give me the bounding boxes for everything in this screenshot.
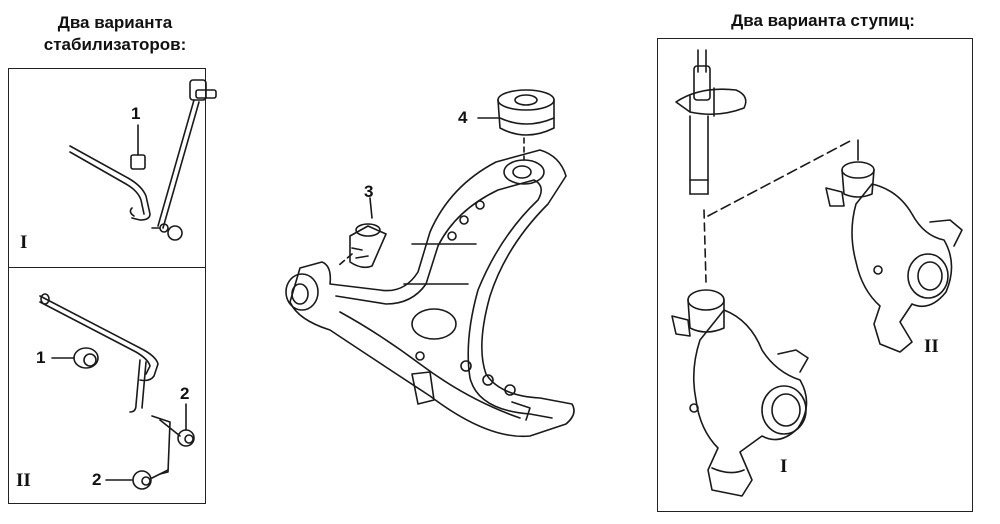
control-arm-bushing-3 (349, 225, 387, 269)
stabilizers-panel-divider (8, 267, 206, 268)
stabilizers-heading: Два варианта стабилизаторов: (10, 12, 220, 56)
control-arm-bushing-4 (497, 89, 555, 136)
stabilizer-variant-2-label: II (16, 470, 31, 491)
hub-variant-connector-line (707, 139, 853, 217)
stabilizer-variant-2-drawing (39, 293, 195, 490)
hubs-heading: Два варианта ступиц: (731, 11, 915, 30)
control-arm-drawing (285, 89, 575, 438)
hub-variant-2-drawing (825, 139, 963, 353)
stabilizers-heading-line2: стабилизаторов: (43, 35, 187, 54)
stabilizer-variant-1-label: I (20, 232, 28, 253)
stabilizer-1-bushing (130, 154, 146, 170)
callout-stab1-bushing: 1 (131, 104, 141, 123)
hub-variant-1-drawing (671, 49, 809, 497)
stabilizer-variant-1-drawing (69, 79, 217, 241)
stabilizers-heading-line1: Два варианта (57, 13, 173, 32)
hubs-panel (657, 38, 973, 512)
callout-stab2-link-upper: 2 (180, 384, 190, 403)
callout-arm-bushing-3: 3 (364, 182, 374, 201)
hub-variant-1-label: I (780, 456, 788, 477)
callout-arm-bushing-4: 4 (458, 108, 468, 127)
callout-stab2-link-lower: 2 (92, 470, 102, 489)
callout-stab2-bushing: 1 (36, 348, 46, 367)
hub-variant-2-label: II (924, 336, 939, 357)
